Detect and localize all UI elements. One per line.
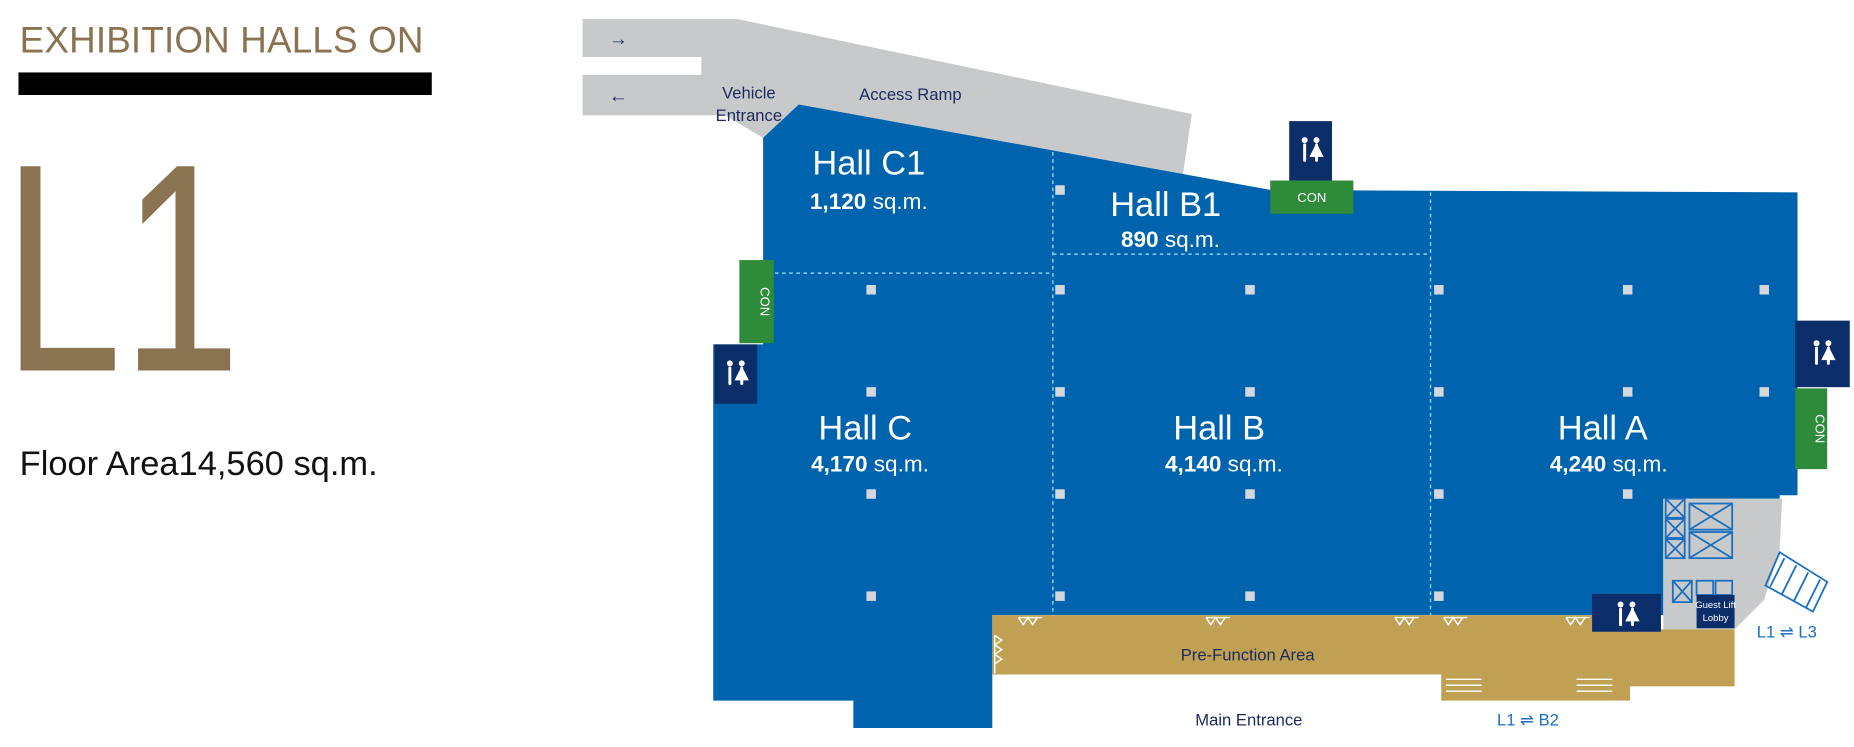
in-arrow-icon: → — [609, 29, 628, 50]
hall-c1-area: 1,120 sq.m. — [810, 189, 928, 214]
hall-b1-name: Hall B1 — [1110, 186, 1221, 224]
con-label-top: CON — [1297, 190, 1326, 205]
con-room-right — [1795, 388, 1828, 470]
con-label-left: CON — [758, 287, 773, 316]
con-room-left — [739, 260, 774, 344]
columns — [866, 185, 1770, 601]
hall-c-area: 4,170 sq.m. — [811, 451, 929, 476]
escalator-l3-label: L1 ⇌ L3 — [1757, 623, 1817, 642]
hall-area — [713, 104, 1798, 728]
vehicle-entrance-label: Vehicle — [722, 84, 776, 103]
vehicle-entrance-label-2: Entrance — [716, 106, 782, 125]
guest-lift-lobby-label: Guest Lift — [1695, 600, 1736, 611]
main-entrance-label: Main Entrance — [1195, 711, 1302, 730]
hall-c-name: Hall C — [818, 409, 912, 447]
restroom-icon — [714, 121, 1850, 632]
hall-b-area: 4,140 sq.m. — [1165, 451, 1283, 476]
con-label-right: CON — [1812, 414, 1827, 443]
access-ramp-label: Access Ramp — [859, 85, 961, 104]
doors — [993, 616, 1613, 692]
partitions — [774, 152, 1432, 616]
title-divider — [18, 72, 432, 96]
page-title: EXHIBITION HALLS ON — [20, 19, 424, 60]
hall-c1-name: Hall C1 — [812, 145, 925, 183]
pre-function-label: Pre-Function Area — [1181, 645, 1316, 664]
hall-a-area: 4,240 sq.m. — [1550, 451, 1668, 476]
hall-b1-area: 890 sq.m. — [1121, 227, 1220, 252]
con-room-top — [1270, 180, 1354, 214]
guest-lift-lobby — [1696, 594, 1735, 629]
floor-area: Floor Area14,560 sq.m. — [20, 445, 378, 483]
guest-lift-lobby-label-2: Lobby — [1703, 613, 1729, 624]
out-arrow-icon: ← — [609, 86, 628, 107]
escalator-b2-label: L1 ⇌ B2 — [1497, 711, 1559, 730]
level-label: L1 — [3, 102, 241, 434]
access-ramp — [582, 19, 1192, 179]
pre-function-area — [992, 615, 1735, 701]
hall-a-name: Hall A — [1558, 409, 1648, 447]
hall-b-name: Hall B — [1173, 409, 1265, 447]
